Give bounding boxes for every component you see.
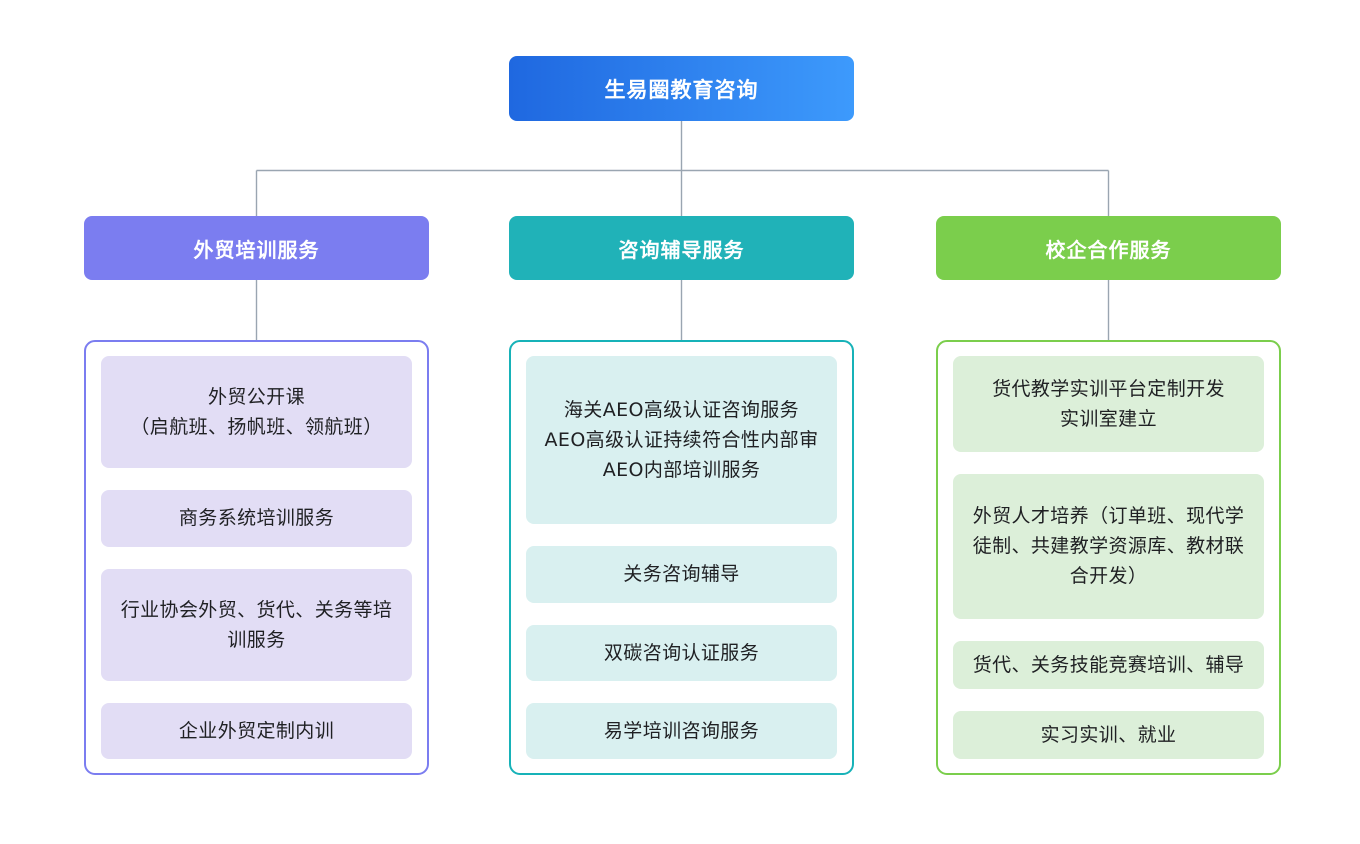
leaf-item-label: 货代、关务技能竞赛培训、辅导: [973, 650, 1245, 680]
leaf-item-line: 实习实训、就业: [1040, 723, 1177, 746]
leaf-item-label: 外贸人才培养（订单班、现代学徒制、共建教学资源库、教材联合开发）: [973, 501, 1245, 591]
leaf-item-line: 外贸公开课: [207, 386, 305, 409]
leaf-item-line: 易学培训咨询服务: [603, 719, 760, 742]
leaf-item-line: 训服务: [227, 628, 286, 651]
leaf-item[interactable]: 外贸公开课 （启航班、扬帆班、领航班）: [101, 356, 412, 469]
leaf-item-label: 货代教学实训平台定制开发实训室建立: [992, 374, 1225, 434]
leaf-item-line: 合开发）: [1069, 565, 1148, 588]
root-node[interactable]: 生易圈教育咨询: [509, 56, 854, 121]
leaf-item-line: 行业协会外贸、货代、关务等培: [120, 598, 393, 621]
leaf-item[interactable]: 商务系统培训服务: [101, 490, 412, 547]
leaf-item-label: 企业外贸定制内训: [179, 716, 334, 746]
leaf-item[interactable]: 企业外贸定制内训: [101, 702, 412, 759]
leaf-item-label: 实习实训、就业: [1041, 720, 1177, 750]
branch-body-1: 海关AEO高级认证咨询服务 AEO高级认证持续符合性内部审 AEO内部培训服务关务咨…: [509, 340, 854, 775]
leaf-item[interactable]: 双碳咨询认证服务: [526, 624, 837, 681]
leaf-item-line: 关务咨询辅导: [623, 563, 740, 586]
leaf-item-label: 关务咨询辅导: [623, 559, 739, 589]
leaf-item-label: 商务系统培训服务: [179, 503, 334, 533]
leaf-item[interactable]: 易学培训咨询服务: [526, 702, 837, 759]
leaf-item-line: 海关AEO高级认证咨询服务: [563, 399, 800, 422]
branch-body-2: 货代教学实训平台定制开发实训室建立外贸人才培养（订单班、现代学徒制、共建教学资源…: [936, 340, 1281, 775]
leaf-item-label: 双碳咨询认证服务: [604, 638, 759, 668]
branch-header-label-2: 校企合作服务: [1045, 237, 1172, 262]
leaf-item-label: 易学培训咨询服务: [604, 716, 759, 746]
leaf-item-line: 双碳咨询认证服务: [603, 641, 760, 664]
leaf-item-line: （启航班、扬帆班、领航班）: [130, 416, 383, 439]
leaf-item-line: 货代教学实训平台定制开发: [992, 378, 1225, 401]
leaf-item-label: 行业协会外贸、货代、关务等培训服务: [121, 595, 393, 655]
branch-header-label-1: 咨询辅导服务: [618, 237, 745, 262]
leaf-item-line: 企业外贸定制内训: [178, 719, 335, 742]
leaf-item[interactable]: 货代、关务技能竞赛培训、辅导: [953, 640, 1264, 689]
leaf-item-label: 外贸公开课 （启航班、扬帆班、领航班）: [130, 382, 382, 442]
branch-column-0: 外贸培训服务 外贸公开课 （启航班、扬帆班、领航班） 商务系统培训服务行业协会外贸、…: [84, 216, 429, 775]
leaf-item[interactable]: 海关AEO高级认证咨询服务 AEO高级认证持续符合性内部审 AEO内部培训服务: [526, 356, 837, 525]
root-node-label: 生易圈教育咨询: [604, 77, 759, 102]
leaf-item[interactable]: 货代教学实训平台定制开发实训室建立: [953, 356, 1264, 453]
leaf-item-line: 徒制、共建教学资源库、教材联: [972, 535, 1245, 558]
leaf-item-line: 实训室建立: [1059, 408, 1157, 431]
leaf-item[interactable]: 行业协会外贸、货代、关务等培训服务: [101, 568, 412, 681]
branch-header-0[interactable]: 外贸培训服务: [84, 216, 429, 280]
leaf-item-line: AEO内部培训服务: [602, 459, 761, 482]
branch-header-2[interactable]: 校企合作服务: [936, 216, 1281, 280]
leaf-item-line: 外贸人才培养（订单班、现代学: [972, 505, 1245, 528]
leaf-item-line: AEO高级认证持续符合性内部审: [544, 429, 819, 452]
branch-header-label-0: 外贸培训服务: [193, 237, 320, 262]
branch-column-1: 咨询辅导服务 海关AEO高级认证咨询服务 AEO高级认证持续符合性内部审 AEO内部…: [509, 216, 854, 775]
leaf-item[interactable]: 关务咨询辅导: [526, 546, 837, 603]
leaf-item-label: 海关AEO高级认证咨询服务 AEO高级认证持续符合性内部审 AEO内部培训服务: [545, 395, 819, 485]
leaf-item[interactable]: 外贸人才培养（订单班、现代学徒制、共建教学资源库、教材联合开发）: [953, 474, 1264, 619]
leaf-item[interactable]: 实习实训、就业: [953, 710, 1264, 759]
leaf-item-line: 商务系统培训服务: [178, 507, 335, 530]
branch-column-2: 校企合作服务 货代教学实训平台定制开发实训室建立外贸人才培养（订单班、现代学徒制…: [936, 216, 1281, 775]
branch-body-0: 外贸公开课 （启航班、扬帆班、领航班） 商务系统培训服务行业协会外贸、货代、关务等培…: [84, 340, 429, 775]
leaf-item-line: 货代、关务技能竞赛培训、辅导: [972, 653, 1245, 676]
branch-header-1[interactable]: 咨询辅导服务: [509, 216, 854, 280]
